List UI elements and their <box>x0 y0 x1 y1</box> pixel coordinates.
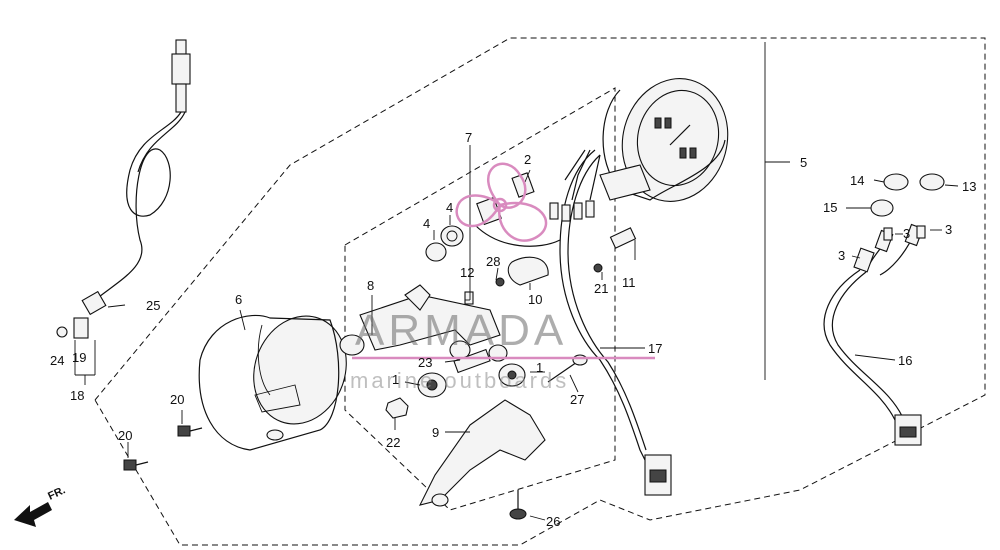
callout-28: 28 <box>486 254 500 269</box>
callout-15: 15 <box>823 200 837 215</box>
speedometer-meter <box>599 78 729 202</box>
meter-case <box>198 314 347 451</box>
meter-bracket <box>339 284 501 360</box>
bulb-3-a <box>883 227 893 241</box>
rubber-1-right <box>498 363 526 387</box>
meter-wire-harness <box>549 149 672 496</box>
armada-watermark: ARMADA marine outboards <box>350 162 655 393</box>
screw-20-upper <box>177 425 203 437</box>
callout-23: 23 <box>418 355 432 370</box>
nut-22 <box>385 397 409 419</box>
rubber-1-left <box>417 372 447 398</box>
callout-3: 3 <box>838 248 845 263</box>
bulb-3-b <box>916 225 926 239</box>
callout-25: 25 <box>146 298 160 313</box>
indicator-wire-harness <box>823 223 924 446</box>
callout-10: 10 <box>528 292 542 307</box>
front-marker-label: FR. <box>46 484 67 502</box>
callout-19: 19 <box>72 350 86 365</box>
callout-17: 17 <box>648 341 662 356</box>
lower-stay <box>418 399 546 507</box>
callout-20: 20 <box>170 392 184 407</box>
assembly-outline <box>94 37 986 546</box>
callout-27: 27 <box>570 392 584 407</box>
screw-20-lower <box>123 459 149 471</box>
callout-4: 4 <box>446 200 453 215</box>
callout-4: 4 <box>423 216 430 231</box>
cord-clamp <box>495 256 549 287</box>
callout-7: 7 <box>465 130 472 145</box>
callout-21: 21 <box>594 281 608 296</box>
callout-16: 16 <box>898 353 912 368</box>
lens-13 <box>919 173 945 191</box>
speedometer-cable <box>81 39 191 316</box>
leader-lines <box>239 42 959 433</box>
callout-8: 8 <box>367 278 374 293</box>
collar-12 <box>464 291 474 305</box>
watermark-brand: ARMADA <box>355 306 567 355</box>
lens-15 <box>870 199 894 217</box>
screw-21 <box>593 263 603 273</box>
callout-14: 14 <box>850 173 864 188</box>
callout-1: 1 <box>392 372 399 387</box>
callout-26: 26 <box>546 514 560 529</box>
lens-14 <box>883 173 909 191</box>
callout-12: 12 <box>460 265 474 280</box>
grommet-4-lower <box>425 242 447 262</box>
callout-3: 3 <box>945 222 952 237</box>
callout-9: 9 <box>432 425 439 440</box>
bolt-26 <box>509 490 527 520</box>
callout-labels: 2 3 3 3 4 4 5 6 7 8 9 10 11 12 13 14 15 … <box>50 130 976 529</box>
callout-20: 20 <box>118 428 132 443</box>
callout-11: 11 <box>622 275 636 290</box>
callout-5: 5 <box>800 155 807 170</box>
callout-22: 22 <box>386 435 400 450</box>
callout-1: 1 <box>536 360 543 375</box>
callout-3: 3 <box>903 226 910 241</box>
grommet-4-upper <box>440 225 464 247</box>
callout-2: 2 <box>524 152 531 167</box>
cable-clamp <box>56 304 126 339</box>
callout-24: 24 <box>50 353 64 368</box>
front-direction-arrow-icon: FR. <box>14 484 67 527</box>
callout-18: 18 <box>70 388 84 403</box>
bulb-11 <box>609 227 637 249</box>
callout-6: 6 <box>235 292 242 307</box>
callout-13: 13 <box>962 179 976 194</box>
watermark-tagline: marine outboards <box>350 368 569 393</box>
housing-outline <box>344 87 616 511</box>
propeller-logo-icon <box>455 162 548 242</box>
